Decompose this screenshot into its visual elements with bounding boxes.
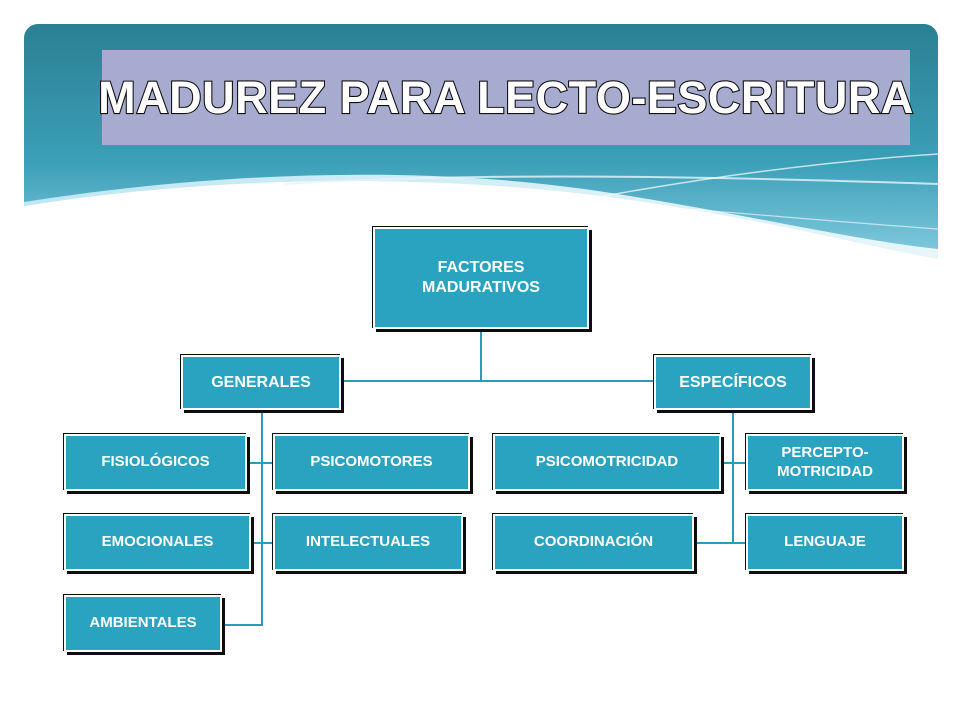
node-emocionales: EMOCIONALES <box>64 514 251 571</box>
title-box: MADUREZ PARA LECTO-ESCRITURA <box>97 50 914 145</box>
node-label: LENGUAJE <box>784 533 866 551</box>
node-lenguaje: LENGUAJE <box>746 514 904 571</box>
node-coordinacion: COORDINACIÓN <box>493 514 694 571</box>
node-label: COORDINACIÓN <box>533 533 654 551</box>
connector-generales-trunk <box>222 410 263 626</box>
node-label: PERCEPTO-MOTRICIDAD <box>777 443 873 480</box>
node-label: FACTORES MADURATIVOS <box>422 259 540 296</box>
connector-root-branches <box>341 329 654 382</box>
node-label: PSICOMOTORES <box>310 453 433 471</box>
node-label: AMBIENTALES <box>89 614 197 632</box>
node-factores-madurativos: FACTORES MADURATIVOS <box>373 227 589 329</box>
node-label: FISIOLÓGICOS <box>101 453 210 471</box>
node-fisiologicos: FISIOLÓGICOS <box>64 434 247 491</box>
node-ambientales: AMBIENTALES <box>64 595 222 652</box>
node-psicomotricidad: PSICOMOTRICIDAD <box>493 434 721 491</box>
node-label: EMOCIONALES <box>101 533 214 551</box>
node-label: INTELECTUALES <box>305 533 431 551</box>
node-intelectuales: INTELECTUALES <box>273 514 463 571</box>
node-percepto-motricidad: PERCEPTO-MOTRICIDAD <box>746 434 904 491</box>
slide-title: MADUREZ PARA LECTO-ESCRITURA <box>97 70 914 123</box>
node-especificos: ESPECÍFICOS <box>654 355 812 410</box>
node-label: PSICOMOTRICIDAD <box>535 453 679 471</box>
node-psicomotores: PSICOMOTORES <box>273 434 470 491</box>
node-label: GENERALES <box>211 373 311 391</box>
node-label: ESPECÍFICOS <box>679 373 787 391</box>
node-generales: GENERALES <box>181 355 341 410</box>
connector-especificos-trunk <box>732 410 746 544</box>
